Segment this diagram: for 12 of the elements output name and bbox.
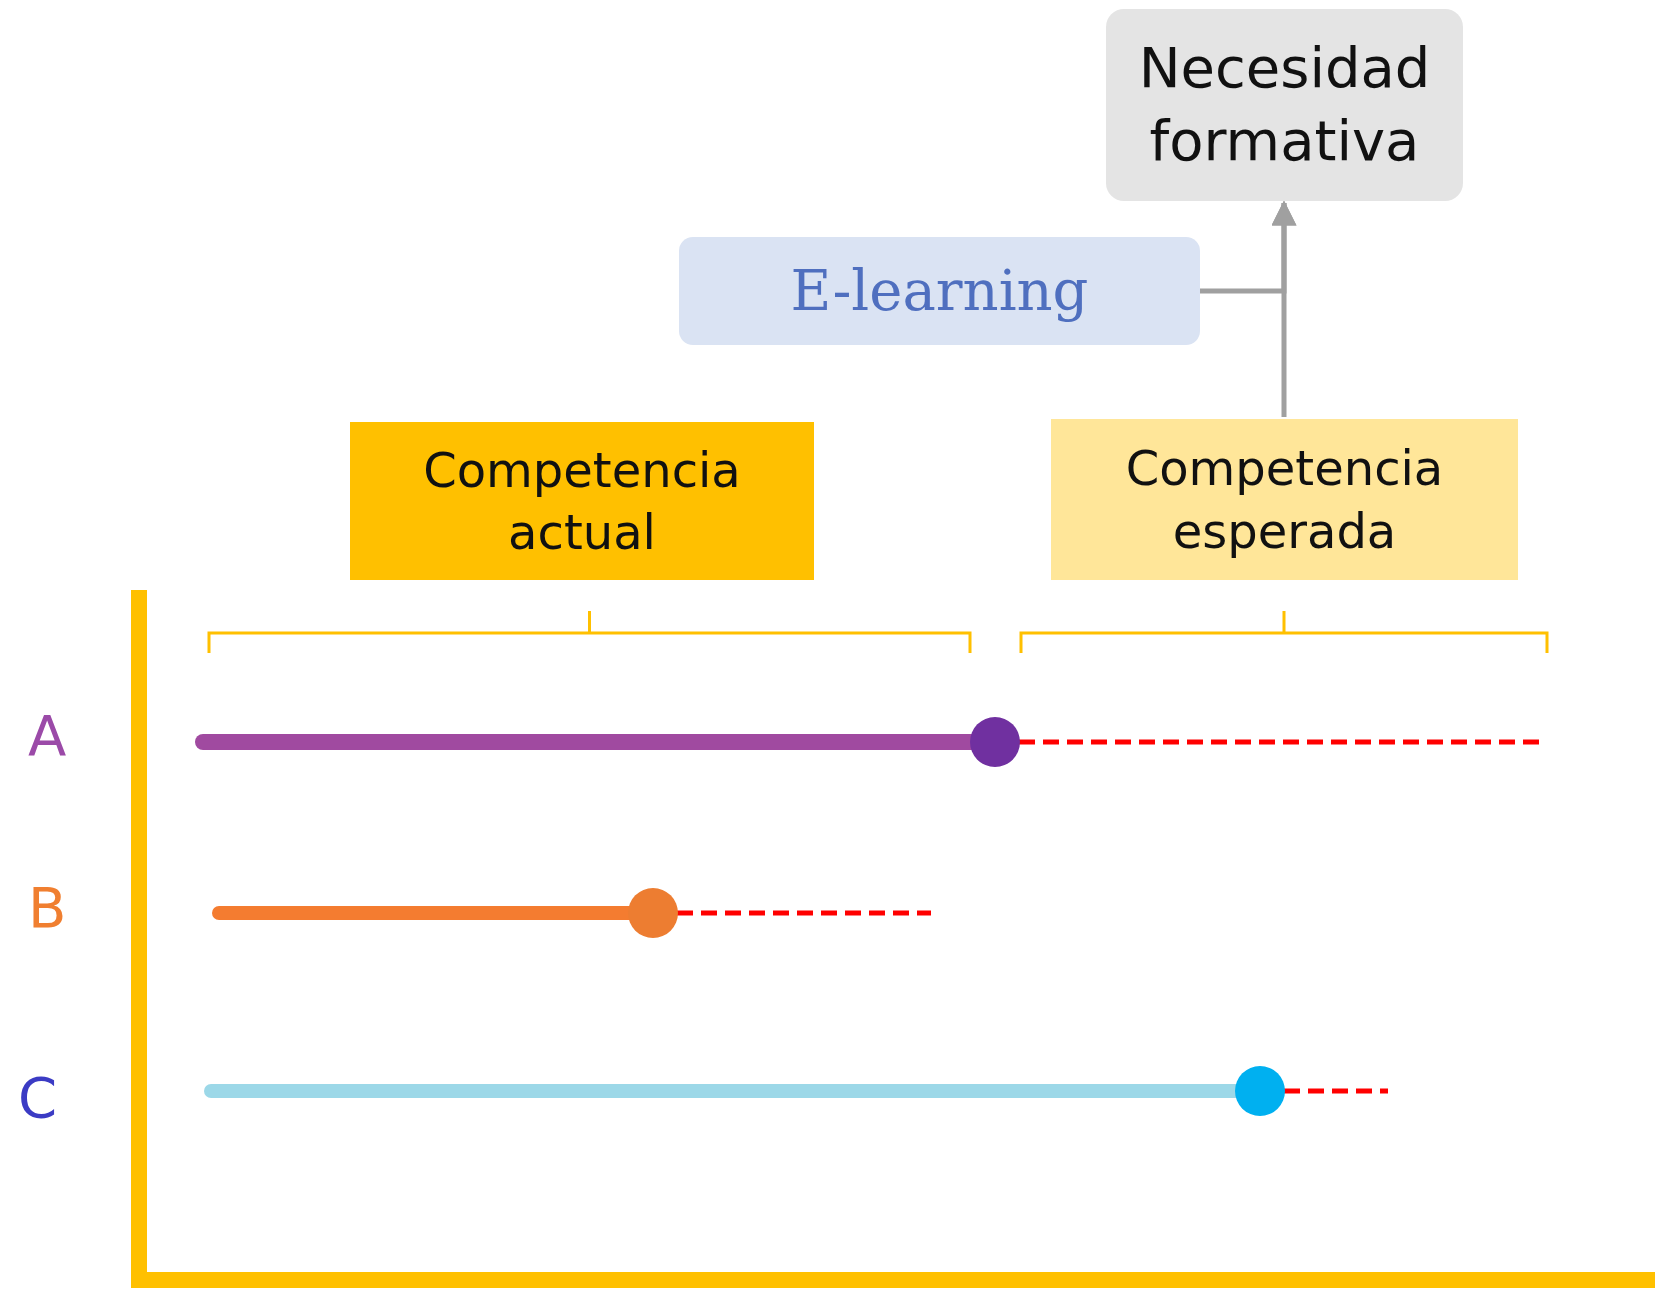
method-box	[679, 237, 1200, 345]
target-level-box	[1051, 419, 1518, 580]
arrow	[1200, 200, 1297, 294]
row-label: B	[28, 880, 67, 936]
node-label: Competencia esperada	[1124, 439, 1445, 561]
outcome-box	[1106, 9, 1463, 201]
current-level-box	[350, 422, 814, 580]
row-label: A	[28, 708, 67, 764]
row-label: C	[18, 1070, 58, 1126]
node-label: Necesidad formativa	[1137, 34, 1432, 175]
node-label: E-learning	[789, 256, 1090, 325]
node-label: Competencia actual	[422, 440, 742, 562]
